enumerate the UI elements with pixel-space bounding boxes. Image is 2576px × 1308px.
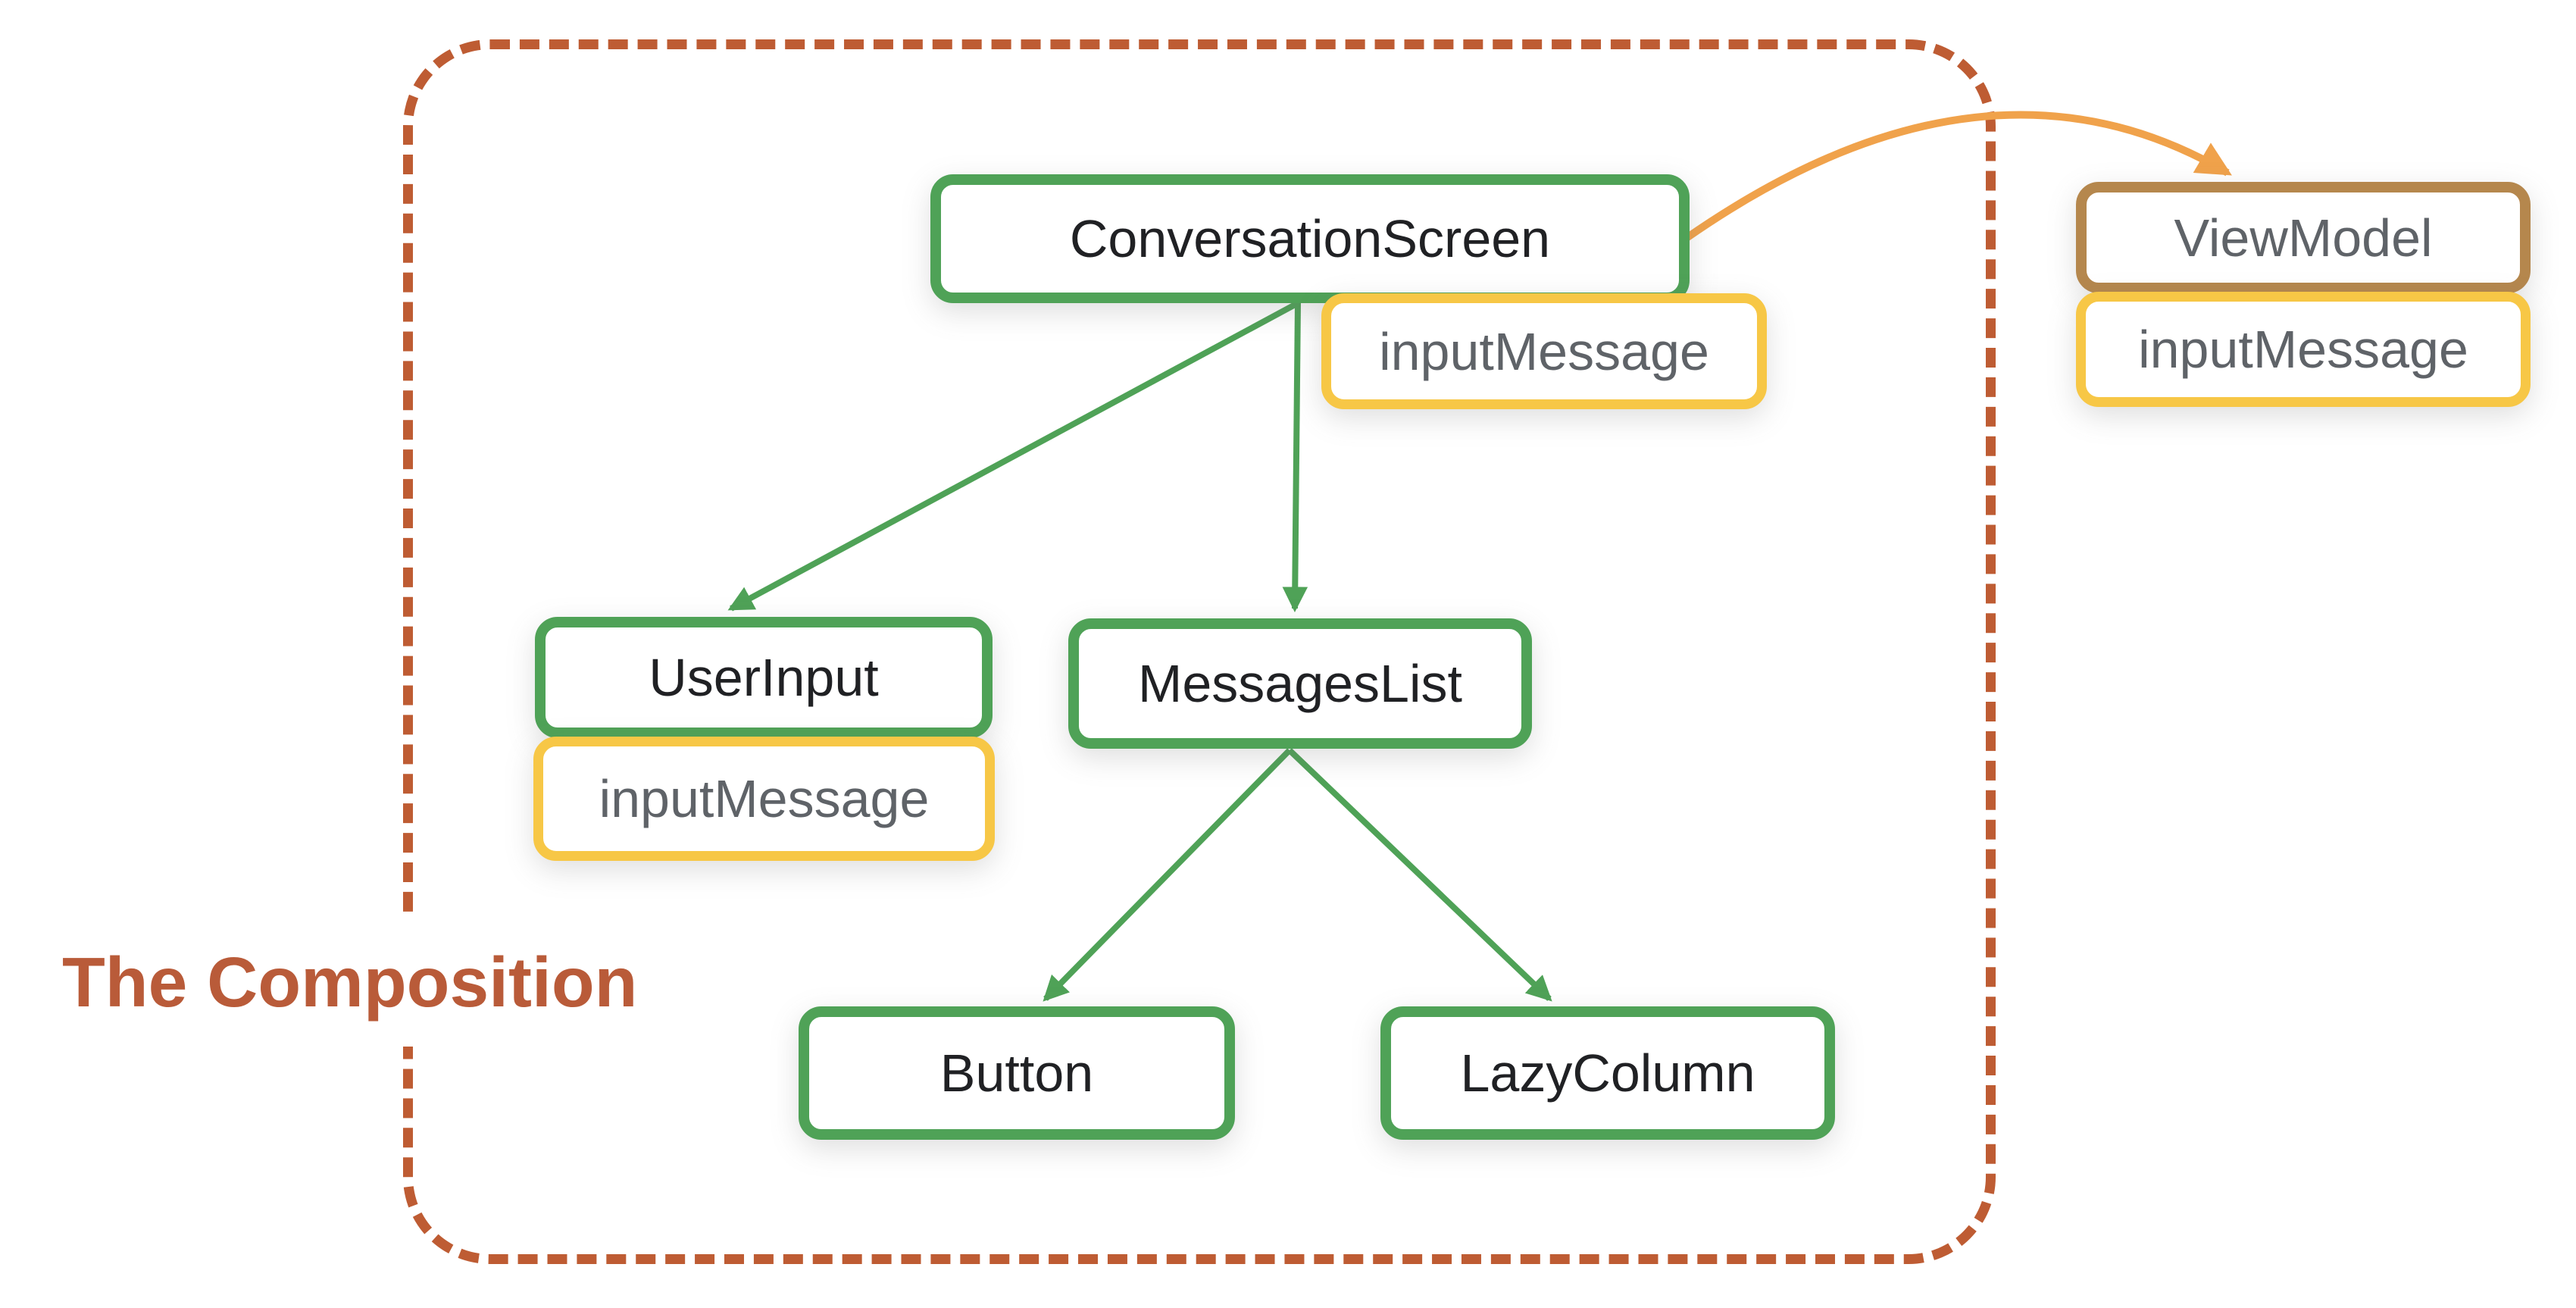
node-messages-list-label: MessagesList: [1138, 654, 1462, 713]
node-user-input-label: UserInput: [649, 648, 879, 707]
edge-conversationscreen-to-userinput: [727, 300, 1299, 612]
edge-messageslist-to-button: [1043, 748, 1292, 1002]
node-conversation-screen-label: ConversationScreen: [1069, 209, 1551, 268]
node-messages-list: MessagesList: [1068, 618, 1532, 749]
node-view-model-state-inputmessage: inputMessage: [2076, 292, 2531, 407]
node-conversation-state-inputmessage: inputMessage: [1321, 293, 1767, 409]
diagram-title: The Composition: [52, 918, 649, 1047]
node-conversation-screen: ConversationScreen: [930, 174, 1690, 303]
node-user-input: UserInput: [535, 617, 993, 738]
node-conversation-state-label: inputMessage: [1379, 321, 1709, 381]
node-view-model-label: ViewModel: [2174, 208, 2433, 268]
node-user-input-state-inputmessage: inputMessage: [533, 737, 995, 861]
node-user-input-state-label: inputMessage: [599, 769, 930, 828]
node-view-model-state-label: inputMessage: [2138, 320, 2468, 379]
node-lazy-column-label: LazyColumn: [1460, 1044, 1755, 1103]
node-button-label: Button: [939, 1044, 1094, 1103]
edge-conversationscreen-to-messageslist: [1282, 302, 1308, 613]
edge-messageslist-to-lazycolumn: [1287, 748, 1552, 1002]
node-button: Button: [799, 1006, 1235, 1140]
node-lazy-column: LazyColumn: [1380, 1006, 1835, 1140]
edge-conversationscreen-to-viewmodel: [1684, 111, 2232, 242]
node-view-model: ViewModel: [2076, 182, 2531, 293]
